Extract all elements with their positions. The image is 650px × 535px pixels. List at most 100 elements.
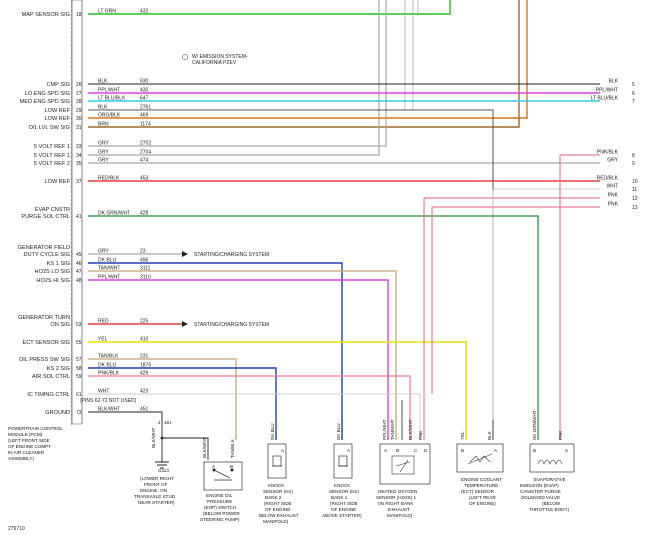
svg-text:SENSOR (KS): SENSOR (KS) <box>329 489 359 494</box>
pin-number-73: 73 <box>76 410 82 416</box>
wire-color-29: BLK <box>98 105 108 111</box>
right-ref-10: 10 <box>632 179 638 185</box>
right-ref-7: 7 <box>632 99 635 105</box>
svg-text:KNOCK: KNOCK <box>268 483 285 488</box>
circuit-55: 410 <box>140 337 149 343</box>
starting-charging-label-1: STARTING/CHARGING SYSTEM <box>194 252 269 258</box>
svg-text:(BELOW: (BELOW <box>542 501 561 506</box>
svg-text:OF ENGINE: OF ENGINE <box>265 507 290 512</box>
pin-signal-31: OIL LVL SW SIG <box>29 125 70 131</box>
ect-wire2-label: BLK <box>487 430 492 440</box>
pin-number-33: 33 <box>76 144 82 150</box>
wire-color-53: RED <box>98 319 109 325</box>
svg-text:(BELOW POWER: (BELOW POWER <box>203 511 240 516</box>
emission-note-line1: W/ EMISSION SYSTEM- <box>192 54 248 60</box>
evap-solenoid-label: EVAPORATIVE EMISSION (EVAP) CANISTER PUR… <box>520 477 570 512</box>
pin-signal-41: EVAP CNSTR <box>35 207 70 213</box>
evap-solenoid-icon <box>529 443 575 473</box>
wire-color-27: PPL/WHT <box>98 88 120 94</box>
ect-wire1-label: YEL <box>460 431 465 440</box>
svg-text:(RIGHT SIDE: (RIGHT SIDE <box>264 501 292 506</box>
svg-text:BANK 2: BANK 2 <box>265 495 282 500</box>
right-wire-color-5: BLK <box>609 79 619 85</box>
wire-color-34: GRY <box>98 150 109 156</box>
pin-number-48: 48 <box>76 278 82 284</box>
emission-note-line2: CALIFORNIA PZEV <box>192 60 237 66</box>
pin-signal-53: GENERATOR TURN <box>18 315 70 321</box>
right-wire-color-10: RED/BLK <box>597 176 619 182</box>
pin-signal-58: KS 2 SIG <box>47 366 70 372</box>
wire-color-35: GRY <box>98 158 109 164</box>
eop-switch-label: ENGINE OIL PRESSURE (EOP) SWITCH (BELOW … <box>200 493 240 522</box>
pin-signal-30: LOW REF <box>45 116 71 122</box>
wire-color-47: TAN/WHT <box>98 266 120 272</box>
circuit-41: 428 <box>140 211 149 217</box>
splice-letter: J <box>158 420 160 425</box>
wire-color-55: YEL <box>98 337 108 343</box>
ho2s-pin-d: D <box>424 448 428 453</box>
pin-number-37: 37 <box>76 179 82 185</box>
circuit-33: 2702 <box>140 141 151 147</box>
evap-wire1-label: DK GRN/WHT <box>532 410 537 440</box>
pin-signal-41-1: PURGE SOL CTRL <box>21 214 70 220</box>
svg-text:SOLENOID VALVE: SOLENOID VALVE <box>521 495 560 500</box>
pin-signal-45-1: DUTY CYCLE SIG <box>23 252 70 258</box>
circuit-57: 231 <box>140 354 149 360</box>
wire-color-45: GRY <box>98 249 109 255</box>
svg-text:CANISTER PURGE: CANISTER PURGE <box>520 489 561 494</box>
starting-charging-label-2: STARTING/CHARGING SYSTEM <box>194 322 269 328</box>
ground-location: (LOWER RIGHT FRONT OF ENGINE, ON TRANSAX… <box>134 476 176 505</box>
svg-text:THROTTLE BODY): THROTTLE BODY) <box>529 507 570 512</box>
ect-pin-b: B <box>461 448 464 453</box>
wire-color-18: LT GRN <box>98 9 116 15</box>
right-wire-color-12: PNK <box>608 193 619 199</box>
pin-number-59: 59 <box>76 374 82 380</box>
ect-sensor-label: ENGINE COOLANT TEMPERATURE (ECT) SENSOR … <box>461 477 502 506</box>
eop-wire2-label: TAN/BLK <box>230 438 235 458</box>
top-feed-wires <box>88 0 600 164</box>
pcm-dashed-border <box>70 0 73 426</box>
pin-number-46: 46 <box>76 261 82 267</box>
ks1-pin: A <box>347 448 351 453</box>
svg-text:HEATED OXYGEN: HEATED OXYGEN <box>378 489 417 494</box>
pin-number-57: 57 <box>76 357 82 363</box>
evap-pin-b: B <box>533 448 536 453</box>
ground-id: G113 <box>158 468 169 473</box>
pin-signal-27: LO ENG SPD SIG <box>25 91 70 97</box>
svg-text:(LOWER RIGHT: (LOWER RIGHT <box>140 476 174 481</box>
wire-color-31: BRN <box>98 122 109 128</box>
ground-symbol-icon <box>155 436 169 469</box>
wire-color-57: TAN/BLK <box>98 354 119 360</box>
pin-number-26: 26 <box>76 82 82 88</box>
svg-text:(IN RIGHT BANK: (IN RIGHT BANK <box>378 501 414 506</box>
svg-text:FRONT OF: FRONT OF <box>144 482 168 487</box>
knock-sensor-bank1-icon <box>333 443 353 479</box>
svg-text:EXHAUST: EXHAUST <box>388 507 410 512</box>
starting-charging-arrows <box>88 251 188 327</box>
svg-text:(ECT) SENSOR: (ECT) SENSOR <box>461 489 495 494</box>
circuit-31: 1174 <box>140 122 151 128</box>
circuit-58: 1876 <box>140 363 151 369</box>
ho2s-wire3-label: BLK/WHT <box>408 419 413 440</box>
svg-text:IN AIR CLEANER: IN AIR CLEANER <box>8 450 45 455</box>
wire-color-46: DK BLU <box>98 258 116 264</box>
svg-text:MANIFOLD): MANIFOLD) <box>263 519 289 524</box>
pins-not-used-note: (PINS 62-72 NOT USED) <box>80 398 137 404</box>
svg-text:(LEFT REAR: (LEFT REAR <box>469 495 496 500</box>
pin-number-58: 58 <box>76 366 82 372</box>
emission-note: W/ EMISSION SYSTEM- CALIFORNIA PZEV <box>182 54 248 66</box>
pin-signal-34: 5 VOLT REF 1 <box>34 153 70 159</box>
pin-number-29: 29 <box>76 108 82 114</box>
pin-signal-59: AIR SOL CTRL <box>32 374 70 380</box>
pin-signal-47: HO2S LO SIG <box>35 269 70 275</box>
circuit-18: 432 <box>140 9 149 15</box>
circuit-30: 469 <box>140 113 149 119</box>
eop-wire1-label: BLK/WHT <box>202 437 207 458</box>
svg-text:(RIGHT SIDE: (RIGHT SIDE <box>330 501 358 506</box>
wire-color-41: DK GRN/WHT <box>98 211 130 217</box>
svg-text:TEMPERATURE: TEMPERATURE <box>464 483 498 488</box>
pin-signal-73: GROUND <box>45 410 70 416</box>
pin-signal-28: MED ENG SPD SIG <box>20 99 70 105</box>
